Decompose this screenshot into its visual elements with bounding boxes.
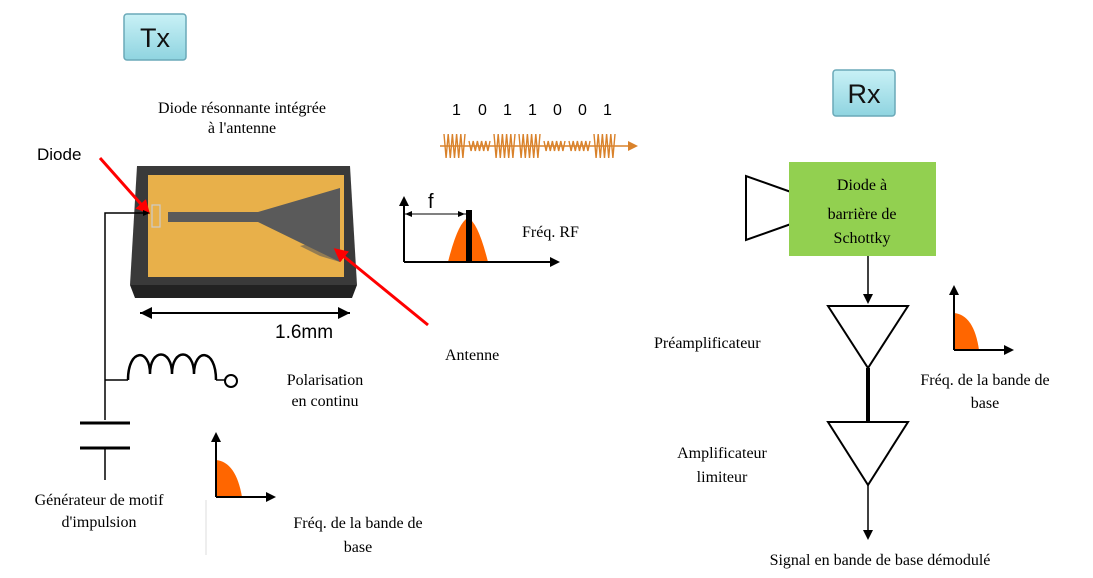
- horn-antenna-icon: [745, 174, 792, 242]
- rf-burst-4: [518, 133, 541, 159]
- rf-burst-3: [493, 133, 516, 159]
- bit-6: 0: [578, 102, 587, 119]
- rf-burst-5: [543, 140, 566, 152]
- rf-burst-7: [593, 133, 616, 159]
- tx-baseband-label-line2: base: [344, 539, 372, 556]
- frequency-offset-label: f: [428, 191, 434, 213]
- preamplifier-label: Préamplificateur: [654, 335, 761, 352]
- bias-circuit: [80, 210, 238, 480]
- modulated-rf-wave: [440, 133, 638, 159]
- bit-1: 1: [452, 102, 461, 119]
- limiting-amplifier-icon: [826, 421, 910, 487]
- rf-burst-6: [568, 140, 591, 152]
- bit-5: 0: [553, 102, 562, 119]
- tx-baseband-label-line1: Fréq. de la bande de: [293, 515, 422, 532]
- rf-spectrum: [399, 196, 560, 267]
- schottky-line2: barrière de: [828, 206, 897, 223]
- diode-element: [151, 204, 161, 228]
- schottky-diode-box: Diode à barrière de Schottky: [789, 162, 936, 256]
- antenna-chip: [130, 166, 357, 298]
- diode-title-line1: Diode résonnante intégrée: [158, 100, 326, 117]
- schottky-line1: Diode à: [837, 177, 887, 194]
- bias-label-line1: Polarisation: [287, 372, 363, 389]
- generator-label-line2: d'impulsion: [62, 514, 137, 531]
- inductor-icon: [126, 353, 218, 381]
- preamplifier-icon: [826, 305, 910, 370]
- antenna-label: Antenne: [445, 347, 499, 364]
- schottky-line3: Schottky: [834, 230, 891, 247]
- limiter-label-line2: limiteur: [697, 469, 748, 486]
- tx-badge-label: Tx: [140, 23, 170, 53]
- dimension-arrow: [140, 307, 350, 319]
- bit-3: 1: [503, 102, 512, 119]
- bias-terminal-icon: [224, 374, 238, 388]
- bit-2: 0: [478, 102, 487, 119]
- limiter-label-line1: Amplificateur: [677, 445, 767, 462]
- rf-frequency-label: Fréq. RF: [522, 224, 579, 241]
- rx-badge-label: Rx: [848, 79, 881, 109]
- rx-baseband-label-line1: Fréq. de la bande de: [920, 372, 1049, 389]
- bit-4: 1: [528, 102, 537, 119]
- bit-7: 1: [603, 102, 612, 119]
- tx-baseband-spectrum: [211, 432, 276, 502]
- dimension-label: 1.6mm: [275, 322, 333, 343]
- tx-badge: Tx: [123, 13, 187, 61]
- generator-label-line1: Générateur de motif: [35, 492, 165, 509]
- rx-baseband-label-line2: base: [971, 395, 999, 412]
- rx-baseband-spectrum: [949, 285, 1014, 355]
- diode-label: Diode: [37, 145, 81, 164]
- rx-badge: Rx: [832, 69, 896, 117]
- rf-burst-2: [468, 140, 491, 152]
- bias-label-line2: en continu: [291, 393, 358, 410]
- diode-pointer-arrow: [98, 157, 150, 215]
- antenna-pointer-arrow: [333, 248, 429, 327]
- bit-sequence: 1 0 1 1 0 0 1: [452, 102, 612, 119]
- diode-title-line2: à l'antenne: [208, 120, 276, 137]
- rf-burst-1: [443, 133, 466, 159]
- output-label: Signal en bande de base démodulé: [770, 552, 991, 569]
